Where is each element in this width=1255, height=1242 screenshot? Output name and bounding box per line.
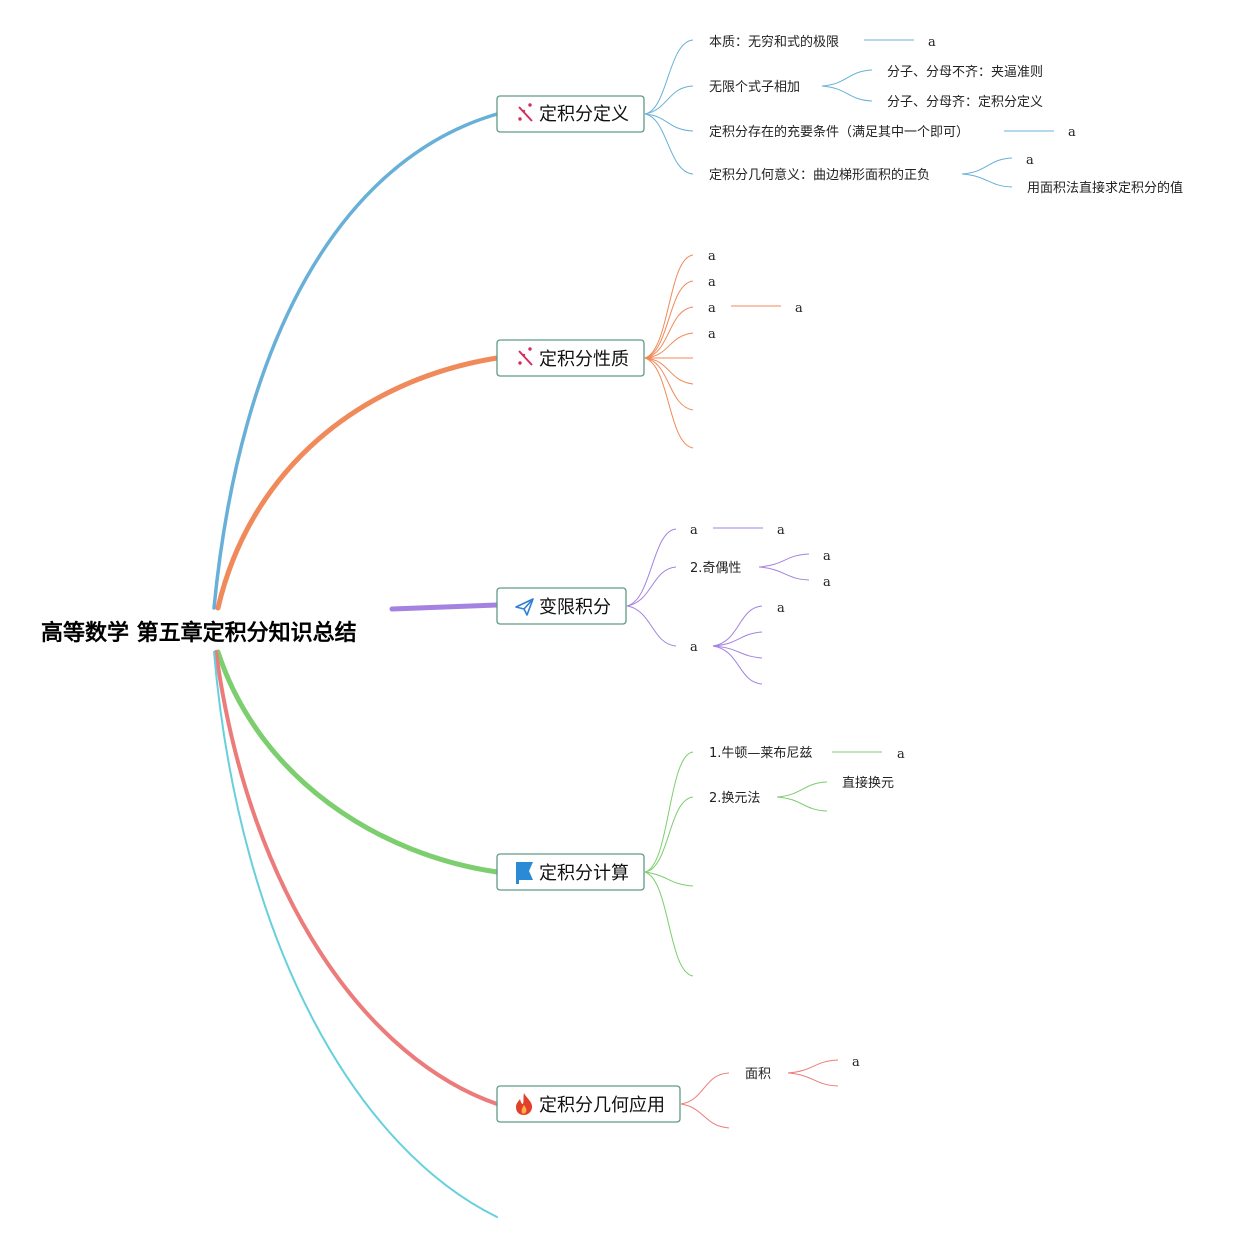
trunk-link-calc <box>215 649 500 875</box>
branch-calc <box>644 751 882 977</box>
link-app-1-2 <box>787 1072 839 1087</box>
prop-item-3-1[interactable]: a <box>795 301 803 316</box>
var-item-1-1[interactable]: a <box>777 523 785 538</box>
link-calc-2 <box>644 796 694 873</box>
prop-item-2[interactable]: a <box>708 275 716 290</box>
def-item-4-2[interactable]: 用面积法直接求定积分的值 <box>1027 180 1183 196</box>
link-calc-2-1 <box>776 781 828 798</box>
node-app-label: 定积分几何应用 <box>539 1095 665 1116</box>
link-prop-6 <box>644 357 694 385</box>
link-prop-2 <box>644 280 694 359</box>
node-def-label: 定积分定义 <box>539 104 629 125</box>
trunk-link-app <box>214 650 499 1106</box>
trunk-link-prop <box>215 355 500 611</box>
link-var-3-4 <box>712 645 763 685</box>
def-item-3-1[interactable]: a <box>1068 125 1076 140</box>
branch-var <box>626 527 810 685</box>
paper-plane-icon <box>515 598 534 616</box>
var-item-3[interactable]: a <box>690 640 698 655</box>
magic-wand-icon <box>518 347 533 366</box>
link-calc-2-2 <box>776 796 828 812</box>
link-prop-7 <box>644 357 694 411</box>
trunk-link-extra <box>213 651 498 1218</box>
link-def-4-1 <box>961 157 1013 175</box>
node-var-label: 变限积分 <box>539 597 611 618</box>
link-var-2 <box>626 566 677 607</box>
link-var-1 <box>626 528 677 607</box>
link-var-2-1 <box>758 553 810 568</box>
trunk-link-var <box>389 602 500 612</box>
calc-item-1[interactable]: 1.牛顿—莱布尼兹 <box>709 746 812 761</box>
branch-app <box>680 1059 839 1129</box>
flag-icon <box>516 862 533 884</box>
calc-item-1-1[interactable]: a <box>897 747 905 762</box>
def-item-4-1[interactable]: a <box>1026 153 1034 168</box>
link-var-3 <box>626 605 677 647</box>
node-calc-label: 定积分计算 <box>539 863 629 884</box>
link-def-2 <box>644 85 694 115</box>
var-item-2-1[interactable]: a <box>823 549 831 564</box>
link-app-2 <box>680 1103 730 1129</box>
var-item-2-2[interactable]: a <box>823 575 831 590</box>
def-item-2-1[interactable]: 分子、分母不齐：夹逼准则 <box>887 64 1043 80</box>
link-calc-1 <box>644 751 694 873</box>
prop-item-3[interactable]: a <box>708 301 716 316</box>
prop-item-1[interactable]: a <box>708 249 716 264</box>
link-var-3-3 <box>712 645 763 659</box>
var-item-2[interactable]: 2.奇偶性 <box>690 560 741 576</box>
def-item-2-2[interactable]: 分子、分母齐：定积分定义 <box>887 94 1043 110</box>
def-item-2[interactable]: 无限个式子相加 <box>709 80 800 95</box>
calc-item-2[interactable]: 2.换元法 <box>709 791 760 806</box>
link-app-1-1 <box>787 1059 839 1074</box>
def-item-1-1[interactable]: a <box>928 35 936 50</box>
link-def-2-1 <box>821 69 873 87</box>
node-app[interactable]: 定积分几何应用 <box>496 1085 681 1123</box>
branch-prop <box>644 254 781 449</box>
def-item-3[interactable]: 定积分存在的充要条件（满足其中一个即可） <box>709 124 969 140</box>
link-prop-1 <box>644 254 694 359</box>
node-calc[interactable]: 定积分计算 <box>496 853 645 891</box>
link-def-3 <box>644 113 694 132</box>
link-def-1 <box>644 39 694 115</box>
root-title[interactable]: 高等数学 第五章定积分知识总结 <box>41 620 357 646</box>
trunk-link-def <box>212 112 499 610</box>
link-def-4-2 <box>961 173 1013 188</box>
node-prop[interactable]: 定积分性质 <box>496 339 645 377</box>
link-def-4 <box>644 113 694 175</box>
app-item-1-1[interactable]: a <box>852 1055 860 1070</box>
var-item-1[interactable]: a <box>690 523 698 538</box>
def-item-1[interactable]: 本质：无穷和式的极限 <box>709 34 839 50</box>
calc-item-2-1[interactable]: 直接换元 <box>842 775 894 791</box>
app-item-1[interactable]: 面积 <box>745 1067 771 1082</box>
link-var-3-2 <box>712 631 763 647</box>
var-item-3-1[interactable]: a <box>777 601 785 616</box>
link-calc-3 <box>644 871 694 887</box>
def-item-4[interactable]: 定积分几何意义：曲边梯形面积的正负 <box>709 167 930 183</box>
link-var-2-2 <box>758 566 810 581</box>
link-prop-3 <box>644 306 694 359</box>
magic-wand-icon <box>518 103 533 122</box>
node-def[interactable]: 定积分定义 <box>496 95 645 133</box>
link-calc-4 <box>644 871 694 977</box>
link-var-3-1 <box>712 605 763 647</box>
node-prop-label: 定积分性质 <box>539 349 629 370</box>
fire-icon <box>516 1093 533 1115</box>
link-def-2-2 <box>821 85 873 102</box>
link-app-1 <box>680 1072 730 1105</box>
link-prop-8 <box>644 357 694 449</box>
node-var[interactable]: 变限积分 <box>496 587 627 625</box>
branch-def <box>644 39 1054 188</box>
prop-item-4[interactable]: a <box>708 327 716 342</box>
trunk-links <box>212 112 500 1218</box>
link-prop-4 <box>644 332 694 359</box>
